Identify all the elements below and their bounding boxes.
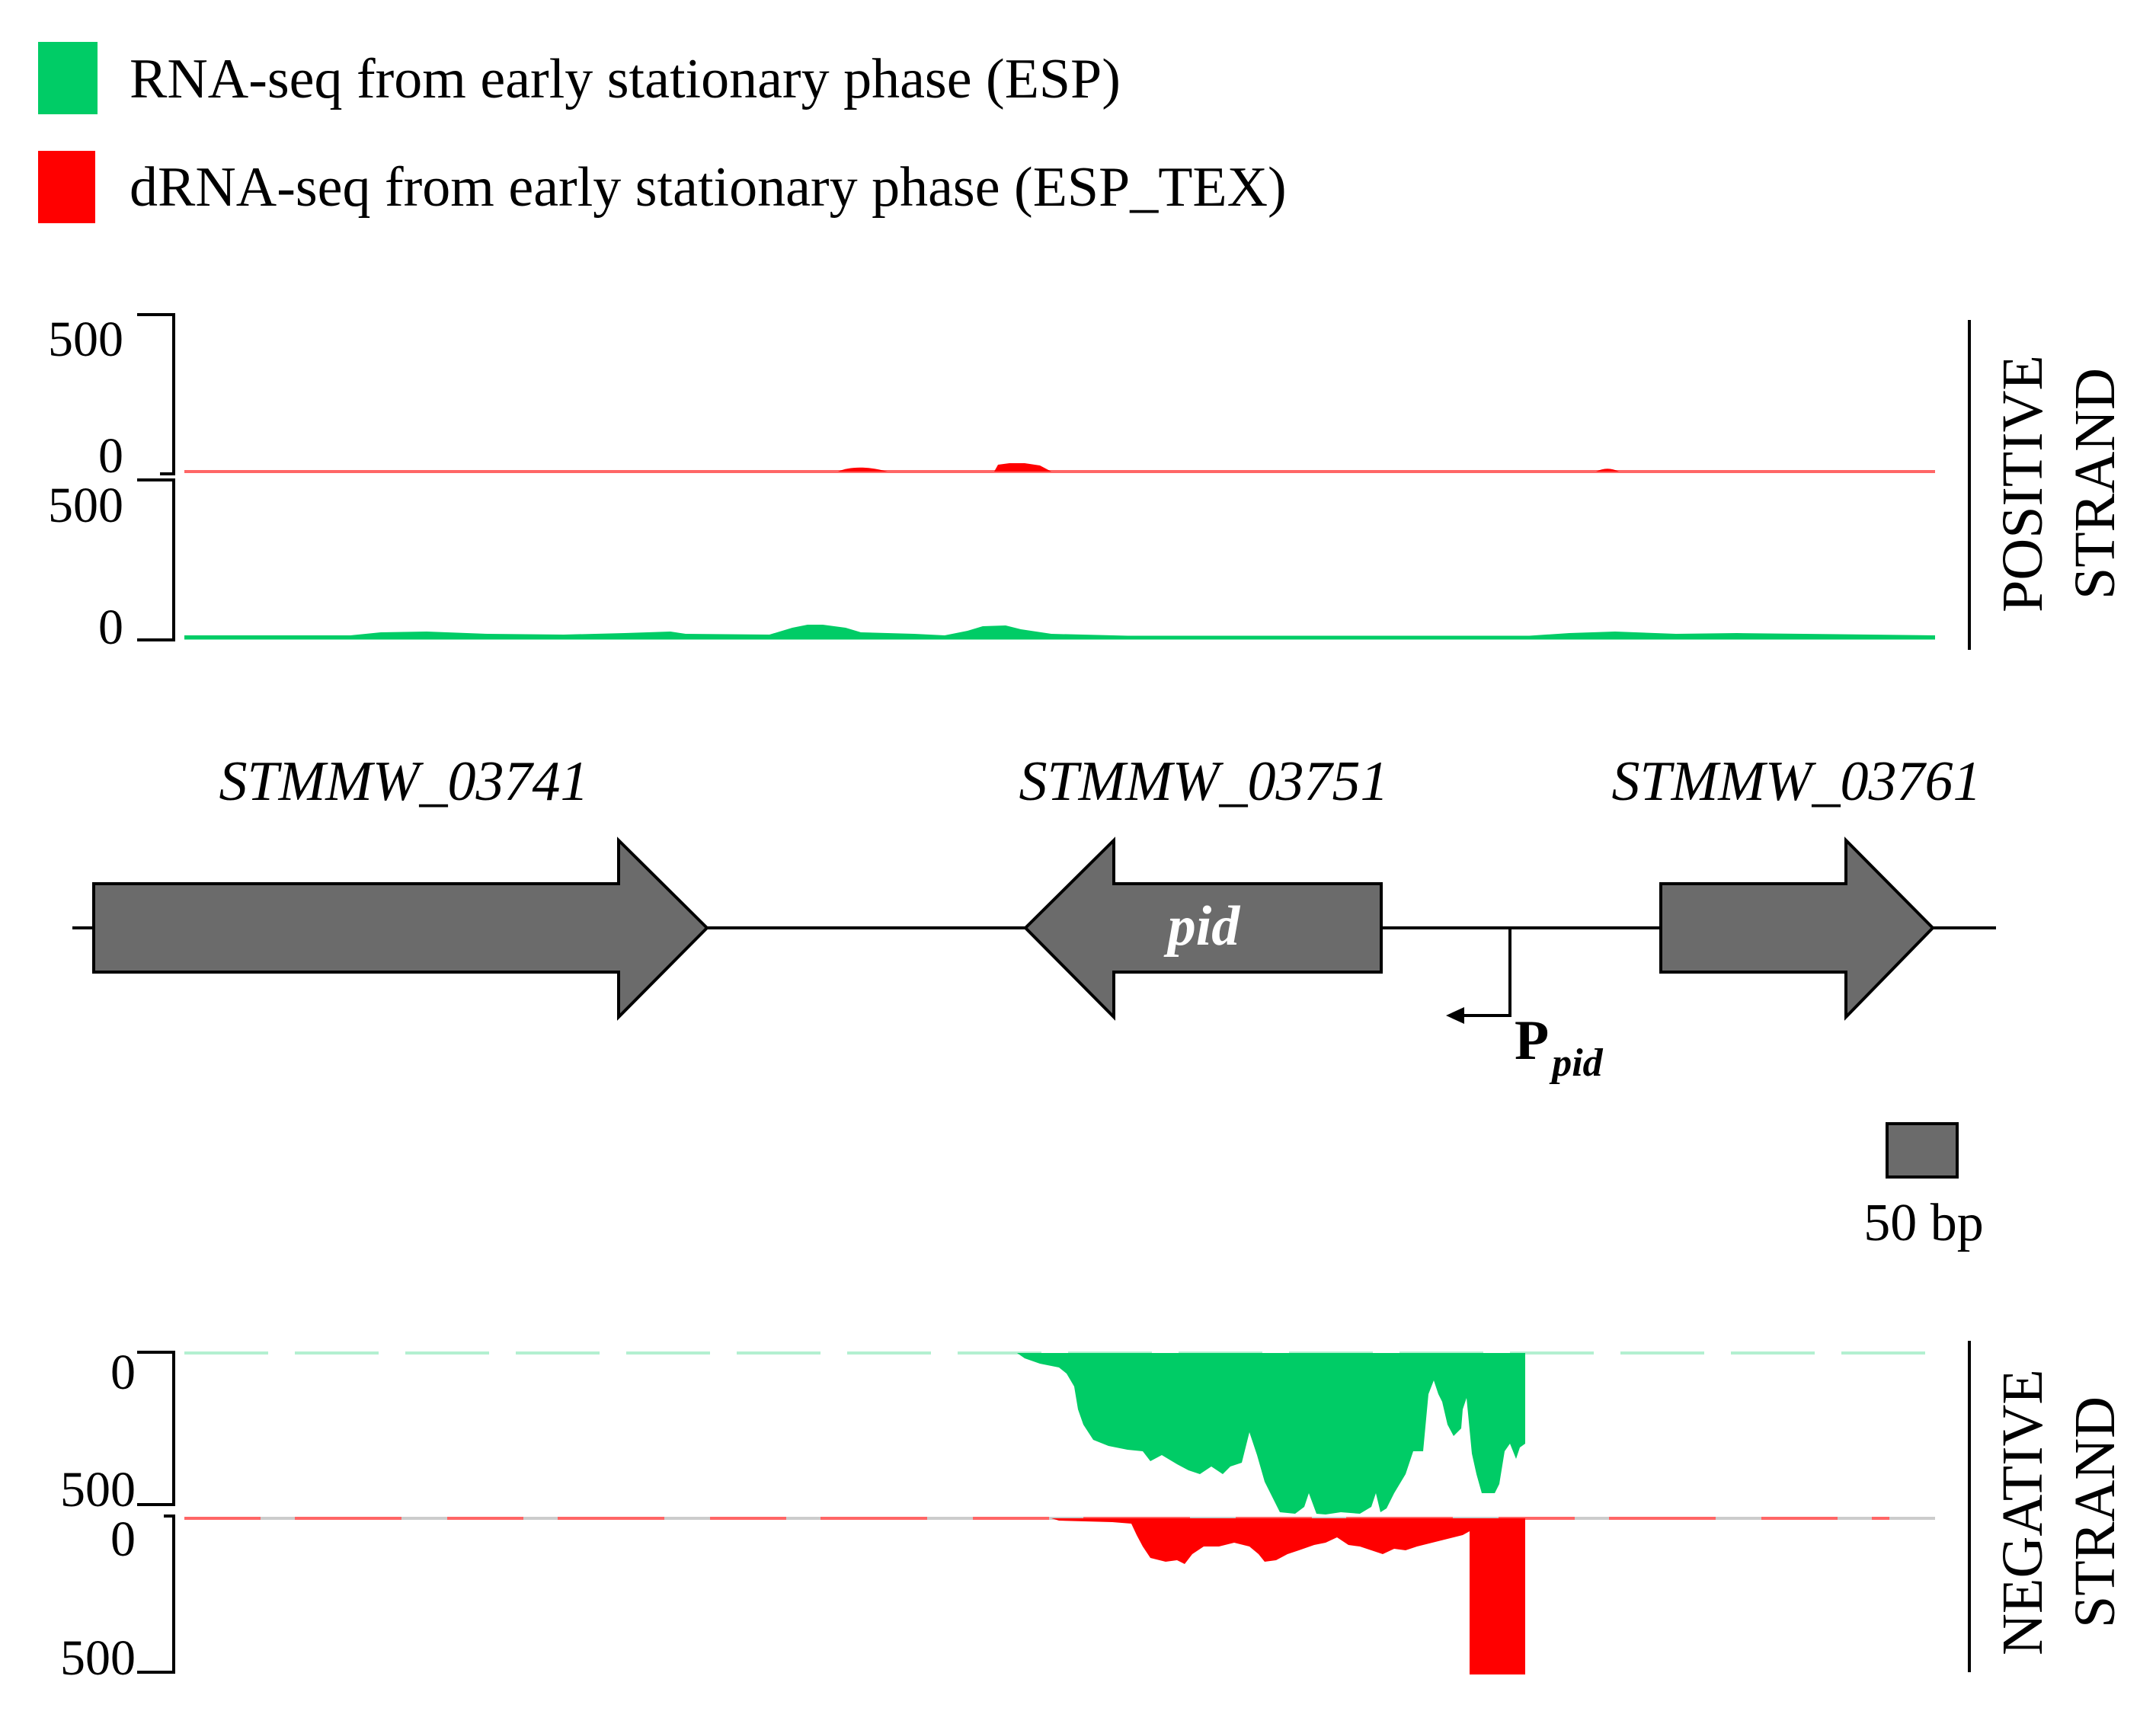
- negative-rna-tick-top: 0: [110, 1345, 136, 1400]
- gene-arrow-stmmw-03761: [1659, 836, 1935, 1021]
- promoter-label: Ppid: [1515, 1009, 1604, 1085]
- positive-drna-peak: [838, 467, 888, 472]
- gene-label-stmmw-03741: STMMW_03741: [219, 750, 588, 813]
- legend: RNA-seq from early stationary phase (ESP…: [38, 42, 1287, 223]
- gene-inner-label-pid: pid: [1163, 895, 1241, 958]
- positive-rna-tick-top: 500: [48, 478, 123, 533]
- legend-label-drna: dRNA-seq from early stationary phase (ES…: [130, 156, 1287, 219]
- positive-rna-tick-bottom: 0: [98, 600, 123, 655]
- negative-drna-axis-bracket: [137, 1514, 175, 1674]
- promoter-label-main: P: [1515, 1009, 1549, 1072]
- gene-label-stmmw-03761: STMMW_03761: [1611, 750, 1981, 813]
- gene-map: STMMW_03741 STMMW_03751 pid STMMW_03761 …: [72, 750, 1996, 1085]
- gene-label-stmmw-03751: STMMW_03751: [1019, 750, 1388, 813]
- scale-bar-box: [1886, 1122, 1959, 1179]
- gene-arrow-stmmw-03751: [1023, 836, 1383, 1021]
- negative-strand-panel: 0 500 0 500 NEGATIVE STRAND: [60, 1341, 2127, 1686]
- positive-strand-panel: 500 0 500 0 POSITIVE STRAND: [48, 312, 2127, 655]
- gene-arrow-stmmw-03741: [92, 836, 709, 1021]
- legend-label-rna: RNA-seq from early stationary phase (ESP…: [130, 48, 1121, 110]
- scale-bar: 50 bp: [1863, 1122, 1984, 1252]
- negative-drna-tick-bottom: 500: [60, 1630, 136, 1686]
- negative-strand-label-line1: NEGATIVE: [1991, 1369, 2055, 1655]
- positive-drna-axis-bracket: [137, 313, 175, 475]
- positive-drna-tick-bottom: 0: [98, 428, 123, 484]
- negative-drna-tick-top: 0: [110, 1511, 136, 1567]
- positive-drna-peak: [994, 463, 1051, 472]
- negative-drna-coverage: [1051, 1518, 1525, 1674]
- positive-rna-axis-bracket: [137, 478, 175, 641]
- positive-strand-label-line2: STRAND: [2063, 368, 2127, 600]
- legend-swatch-rna: [38, 42, 98, 114]
- promoter-label-subscript: pid: [1549, 1041, 1603, 1085]
- positive-strand-label-line1: POSITIVE: [1991, 355, 2055, 613]
- legend-swatch-drna: [38, 151, 95, 223]
- promoter-arrowhead-icon: [1446, 1007, 1464, 1024]
- negative-rna-axis-bracket: [137, 1351, 175, 1506]
- negative-rna-tick-bottom: 500: [60, 1462, 136, 1518]
- promoter-arrow: [1459, 929, 1511, 1017]
- negative-strand-label-line2: STRAND: [2063, 1396, 2127, 1628]
- positive-drna-tick-top: 500: [48, 312, 123, 367]
- negative-rna-coverage: [1017, 1353, 1525, 1514]
- positive-rna-coverage: [184, 625, 1935, 638]
- positive-drna-peak: [1596, 469, 1619, 472]
- scale-bar-label: 50 bp: [1863, 1194, 1984, 1252]
